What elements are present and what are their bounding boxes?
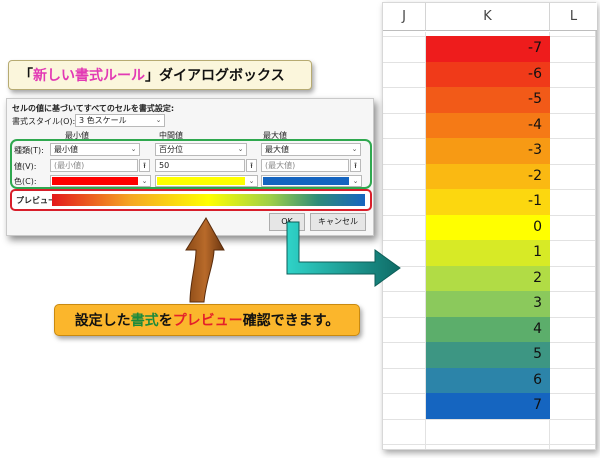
cell-k[interactable]: -5 xyxy=(426,87,550,113)
cell-k[interactable]: 0 xyxy=(426,214,550,240)
chevron-down-icon: ⌄ xyxy=(351,145,358,153)
format-style-select[interactable]: 3 色スケール ⌄ xyxy=(75,114,165,127)
cell-k[interactable]: -1 xyxy=(426,189,550,215)
range-select-icon[interactable]: ⭱ xyxy=(246,159,257,172)
chevron-down-icon: ⌄ xyxy=(141,177,148,185)
preview-caption: 設定した書式をプレビュー確認できます。 xyxy=(54,304,360,336)
cancel-button[interactable]: キャンセル xyxy=(310,213,366,231)
cell-k[interactable]: -2 xyxy=(426,163,550,189)
caption-highlight-format: 書式 xyxy=(130,313,159,329)
chevron-down-icon: ⌄ xyxy=(352,177,359,185)
cell-k[interactable]: 1 xyxy=(426,240,550,266)
title-rest: ダイアログボックス xyxy=(159,68,285,84)
max-color-picker[interactable]: ⌄ xyxy=(261,175,362,187)
max-color-fill xyxy=(263,177,349,185)
settings-highlight-frame xyxy=(10,139,372,189)
cell-k[interactable]: -4 xyxy=(426,112,550,138)
caption-highlight-preview: プレビュー xyxy=(172,313,243,329)
caption-part: を xyxy=(158,313,173,329)
mid-type-select[interactable]: 百分位 ⌄ xyxy=(155,143,247,156)
format-style-label: 書式スタイル(O): xyxy=(12,117,76,126)
caption-part: 設定した xyxy=(74,313,131,329)
value-row-label: 値(V): xyxy=(14,162,37,171)
min-color-fill xyxy=(52,177,138,185)
cell-k[interactable]: 3 xyxy=(426,291,550,317)
caption-part: 確認できます。 xyxy=(242,313,340,329)
chevron-down-icon: ⌄ xyxy=(155,116,162,124)
cell-k[interactable]: 4 xyxy=(426,316,550,342)
mid-value-input[interactable]: 50 xyxy=(155,159,245,172)
cell-k[interactable]: 7 xyxy=(426,393,550,419)
row-gridline xyxy=(383,444,595,445)
ok-button[interactable]: OK xyxy=(269,213,305,231)
col-mid-label: 中間値 xyxy=(159,131,183,140)
title-highlight: 新しい書式ルール xyxy=(33,68,145,84)
min-color-picker[interactable]: ⌄ xyxy=(50,175,151,187)
cell-k[interactable]: 5 xyxy=(426,342,550,368)
title-close-bracket: 」 xyxy=(145,68,159,84)
cell-k[interactable]: 6 xyxy=(426,367,550,393)
col-max-label: 最大値 xyxy=(263,131,287,140)
preview-frame: プレビュー: xyxy=(10,189,372,211)
max-type-select[interactable]: 最大値 ⌄ xyxy=(261,143,361,156)
new-formatting-rule-dialog: セルの値に基づいてすべてのセルを書式設定: 書式スタイル(O): 3 色スケール… xyxy=(6,98,374,236)
col-min-label: 最小値 xyxy=(65,131,89,140)
mid-type-value: 百分位 xyxy=(159,145,183,154)
preview-gradient xyxy=(52,194,365,206)
chevron-down-icon: ⌄ xyxy=(237,145,244,153)
format-style-value: 3 色スケール xyxy=(79,116,127,125)
mid-color-picker[interactable]: ⌄ xyxy=(155,175,258,187)
range-select-icon[interactable]: ⭱ xyxy=(139,159,150,172)
row-gridline xyxy=(383,418,595,420)
mid-color-fill xyxy=(157,177,245,185)
dialog-heading: セルの値に基づいてすべてのセルを書式設定: xyxy=(12,104,175,113)
min-type-select[interactable]: 最小値 ⌄ xyxy=(50,143,140,156)
cell-k[interactable]: -3 xyxy=(426,138,550,164)
chevron-down-icon: ⌄ xyxy=(248,177,255,185)
min-type-value: 最小値 xyxy=(54,145,78,154)
title-open-bracket: 「 xyxy=(19,68,33,84)
column-header-k[interactable]: K xyxy=(426,3,550,31)
preview-label: プレビュー: xyxy=(16,196,60,205)
max-type-value: 最大値 xyxy=(265,145,289,154)
cell-k[interactable]: -7 xyxy=(426,36,550,62)
cell-k[interactable]: 2 xyxy=(426,265,550,291)
max-value-input[interactable]: (最大値) xyxy=(261,159,349,172)
column-header-l[interactable]: L xyxy=(550,3,597,31)
color-row-label: 色(C): xyxy=(14,177,37,186)
cell-k[interactable]: -6 xyxy=(426,61,550,87)
column-header-j[interactable]: J xyxy=(383,3,426,31)
dialog-title-label: 「 新しい書式ルール 」 ダイアログボックス xyxy=(8,60,312,90)
min-value-input[interactable]: (最小値) xyxy=(50,159,138,172)
type-row-label: 種類(T): xyxy=(14,146,44,155)
range-select-icon[interactable]: ⭱ xyxy=(350,159,361,172)
chevron-down-icon: ⌄ xyxy=(130,145,137,153)
